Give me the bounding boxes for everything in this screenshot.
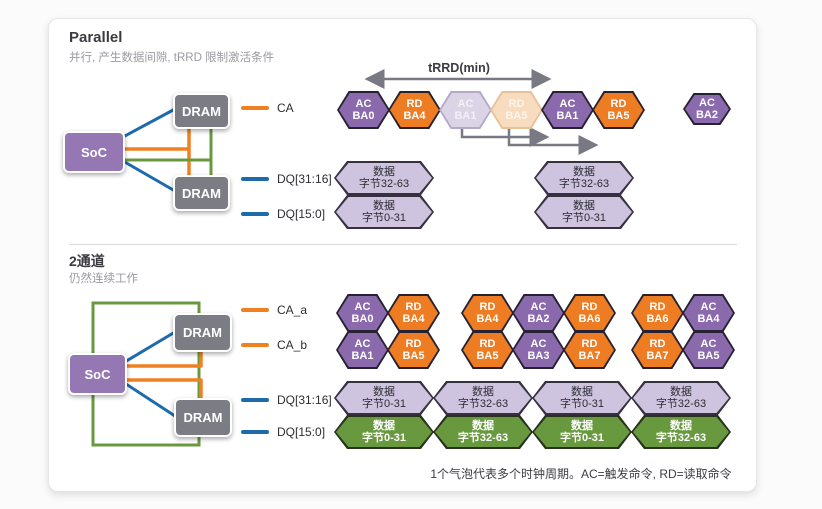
ca-b-wire bbox=[123, 378, 203, 399]
dq-wire bbox=[122, 330, 176, 365]
dual-title: 2通道 bbox=[69, 253, 105, 269]
dq-hi-label: DQ[31:16] bbox=[277, 393, 332, 407]
data-bubble: 数据字节0-31 bbox=[532, 381, 632, 415]
data-bubble: 数据字节32-63 bbox=[631, 415, 731, 449]
data-bubble: 数据字节0-31 bbox=[334, 381, 434, 415]
dq-lo-line-swatch bbox=[241, 212, 269, 216]
ca-label: CA bbox=[277, 101, 294, 115]
delay-arrow bbox=[460, 127, 550, 147]
dq-lo-label: DQ[15:0] bbox=[277, 207, 326, 221]
data-bubble: 数据字节32-63 bbox=[631, 381, 731, 415]
dq-wire bbox=[122, 159, 176, 193]
dram-block: DRAM bbox=[174, 398, 232, 437]
dq-lo-label: DQ[15:0] bbox=[277, 425, 326, 439]
ca-a-line-swatch bbox=[241, 308, 269, 312]
ca-a-label: CA_a bbox=[277, 303, 308, 317]
diagram-card: Parallel 并行, 产生数据间隙, tRRD 限制激活条件 tRRD(mi… bbox=[48, 18, 757, 492]
ca-b-label: CA_b bbox=[277, 338, 308, 352]
data-bubble: 数据字节32-63 bbox=[534, 161, 634, 195]
dram-block: DRAM bbox=[173, 175, 230, 211]
legend-dq-hi: DQ[31:16] bbox=[241, 172, 332, 186]
data-bubble: 数据字节0-31 bbox=[534, 195, 634, 229]
trrd-label: tRRD(min) bbox=[428, 61, 490, 75]
dram-block: DRAM bbox=[173, 313, 232, 352]
soc-block: SoC bbox=[63, 131, 125, 173]
dq-hi-label: DQ[31:16] bbox=[277, 172, 332, 186]
dq-lo-line-swatch bbox=[241, 430, 269, 434]
legend-dq-lo: DQ[15:0] bbox=[241, 207, 325, 221]
ca-b-line-swatch bbox=[241, 343, 269, 347]
delay-arrow bbox=[507, 129, 599, 155]
data-bubble: 数据字节32-63 bbox=[433, 381, 533, 415]
dq-hi-line-swatch bbox=[241, 398, 269, 402]
soc-block: SoC bbox=[68, 353, 127, 395]
parallel-subtitle: 并行, 产生数据间隙, tRRD 限制激活条件 bbox=[69, 52, 275, 64]
dq-wire bbox=[122, 380, 176, 418]
dram-block: DRAM bbox=[173, 93, 230, 129]
parallel-title: Parallel bbox=[69, 29, 123, 46]
legend-ca-a: CA_a bbox=[241, 303, 307, 317]
legend-dq-lo: DQ[15:0] bbox=[241, 425, 325, 439]
section-divider bbox=[69, 244, 737, 245]
data-bubble: 数据字节32-63 bbox=[433, 415, 533, 449]
data-bubble: 数据字节0-31 bbox=[334, 195, 434, 229]
footnote: 1个气泡代表多个时钟周期。AC=触发命令, RD=读取命令 bbox=[430, 467, 732, 481]
legend-ca: CA bbox=[241, 101, 294, 115]
data-bubble: 数据字节0-31 bbox=[532, 415, 632, 449]
legend-ca-b: CA_b bbox=[241, 338, 307, 352]
data-bubble: 数据字节32-63 bbox=[334, 161, 434, 195]
data-bubble: 数据字节0-31 bbox=[334, 415, 434, 449]
ca-line-swatch bbox=[241, 106, 269, 110]
legend-dq-hi: DQ[31:16] bbox=[241, 393, 332, 407]
dq-wire bbox=[122, 107, 176, 139]
dual-subtitle: 仍然连续工作 bbox=[69, 273, 138, 285]
dq-hi-line-swatch bbox=[241, 177, 269, 181]
